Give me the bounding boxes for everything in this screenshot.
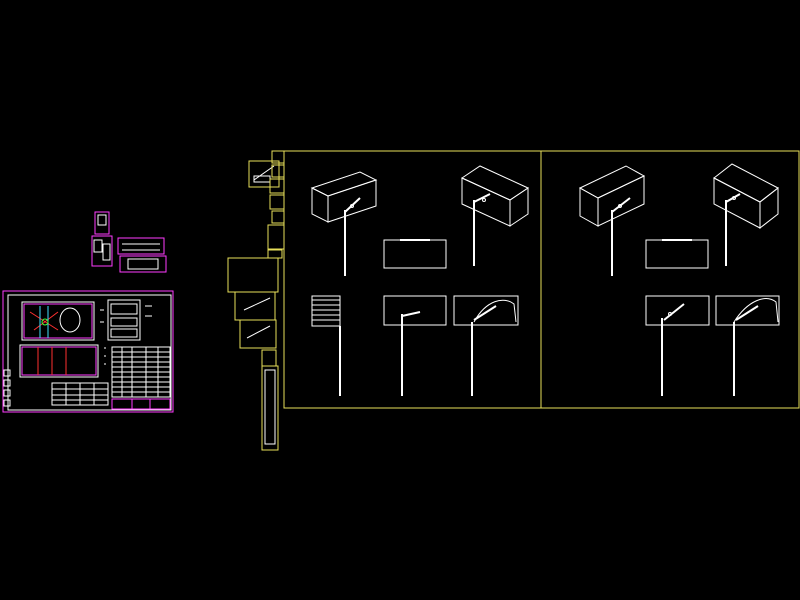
detail-notes	[104, 347, 106, 365]
label-box-right	[645, 239, 709, 269]
pipe-detail-right-2	[715, 295, 780, 396]
schedule-table	[111, 346, 171, 398]
bottom-legend-table	[51, 382, 109, 406]
title-block	[111, 398, 171, 410]
pipe-detail-left-2	[453, 295, 519, 396]
iso-box-left-1	[310, 171, 378, 276]
pipe-detail-left-1	[383, 295, 447, 396]
main-sheet-frame	[283, 150, 800, 409]
label-box-left	[383, 239, 447, 269]
iso-box-left-2	[460, 165, 530, 266]
stair-detail	[311, 295, 341, 396]
floor-plan-sheet	[2, 290, 174, 413]
plan-view-upper	[21, 301, 95, 341]
sheet-margin-blocks	[3, 369, 11, 407]
section-details	[100, 299, 152, 341]
plan-view-lower	[19, 344, 99, 378]
pipe-detail-right-1	[645, 295, 710, 396]
mini-drawing-cluster	[91, 211, 167, 273]
iso-box-right-1	[578, 165, 646, 276]
detail-strip	[227, 150, 285, 451]
iso-box-right-2	[713, 163, 779, 266]
